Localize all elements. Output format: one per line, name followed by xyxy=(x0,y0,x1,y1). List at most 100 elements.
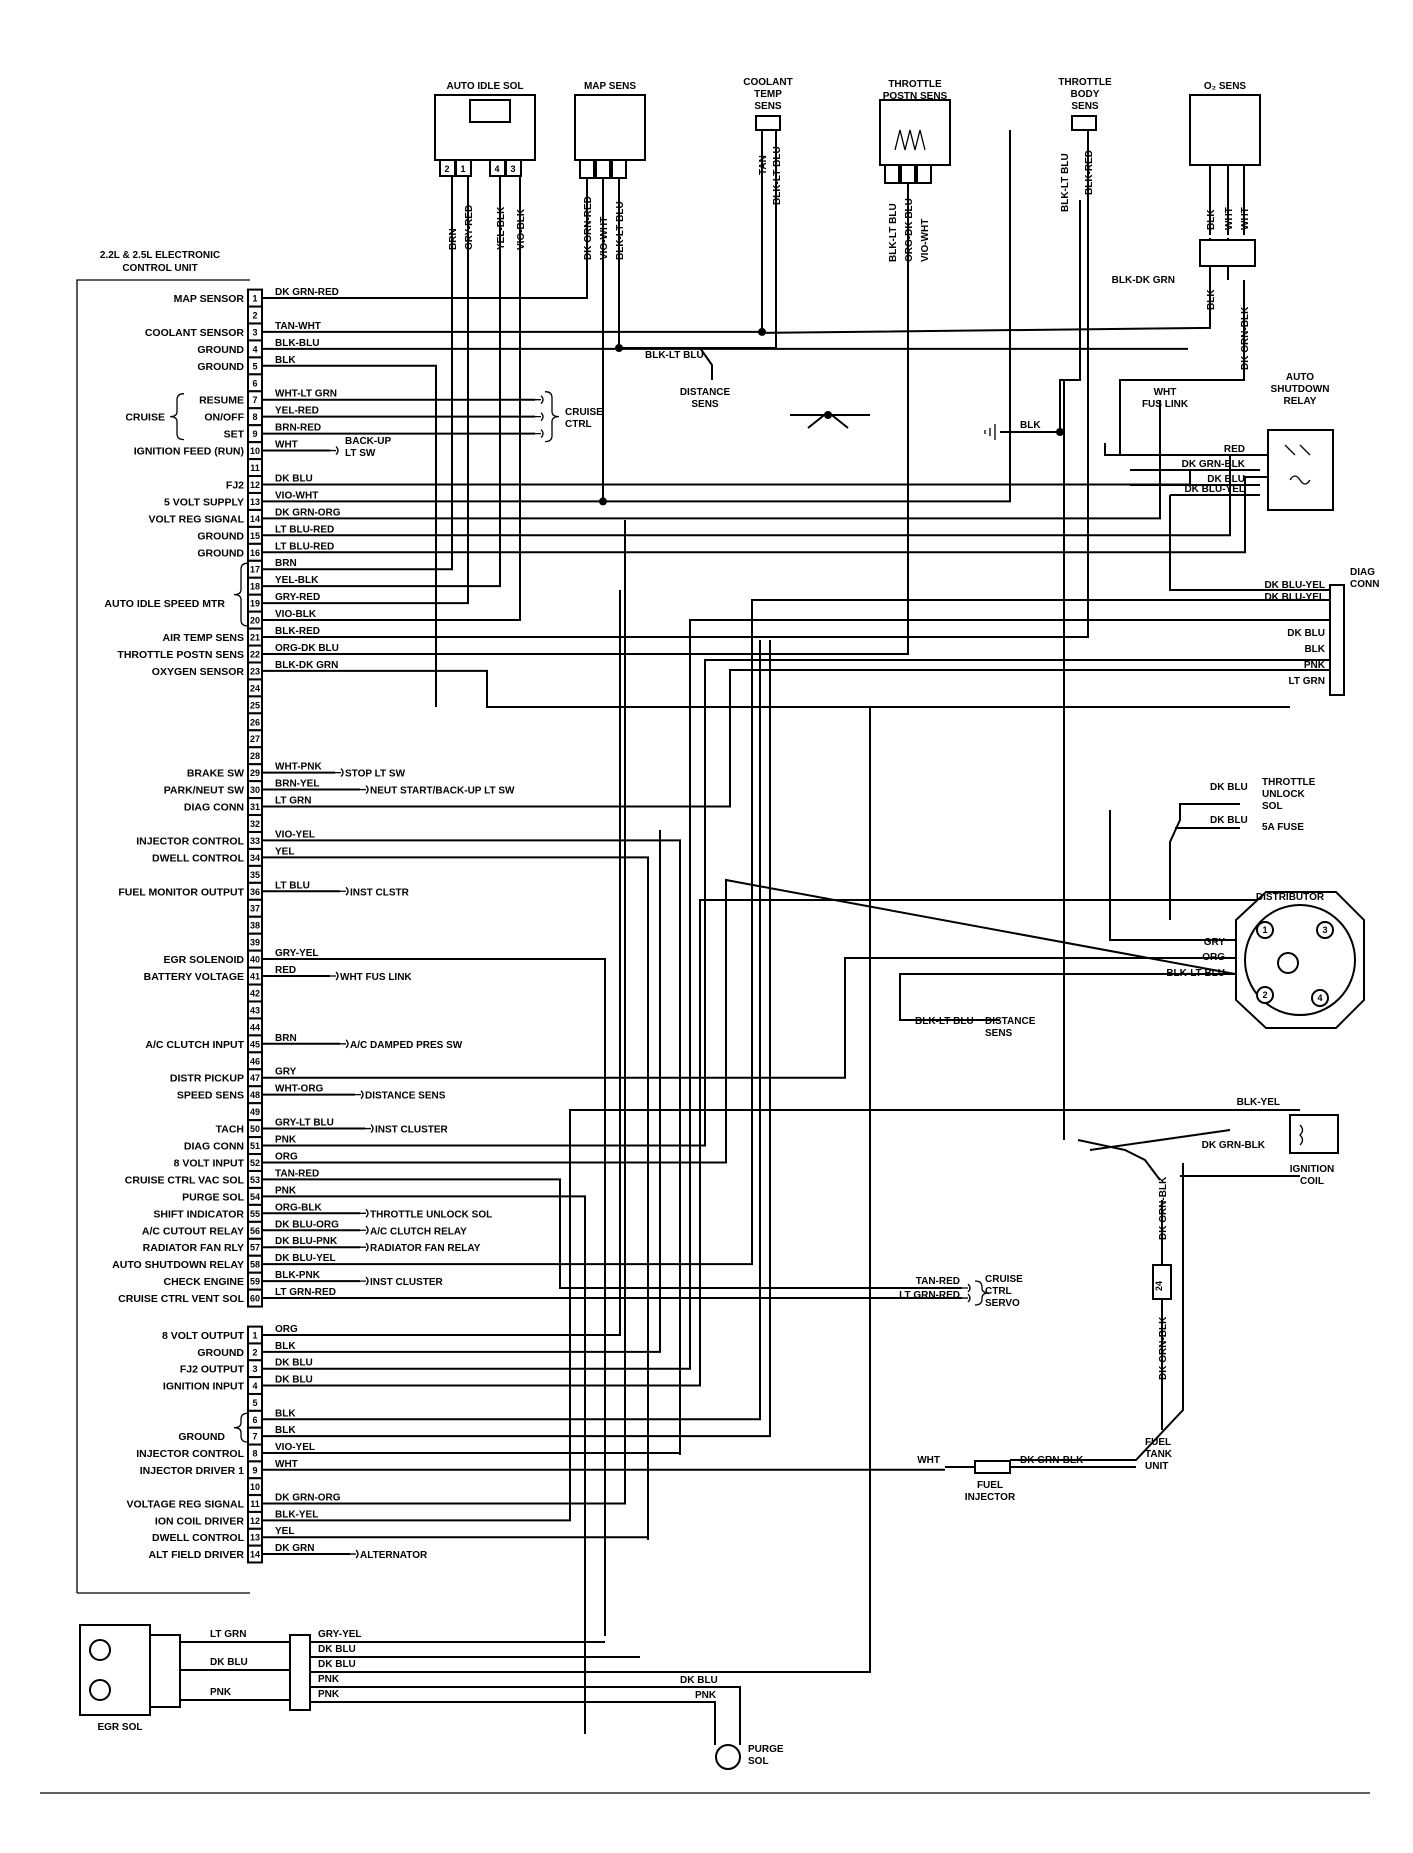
terminal xyxy=(360,785,369,795)
wire-distr-gry xyxy=(262,957,1235,1079)
pin-label: SPEED SENS xyxy=(177,1090,244,1102)
wire-dist-gry xyxy=(1109,810,1235,941)
servo-wire-label: TAN-RED xyxy=(916,1276,960,1287)
terminal xyxy=(360,1225,369,1235)
tu-wire-label: DK BLU xyxy=(1210,782,1248,793)
wire-color-label: VIO-YEL xyxy=(275,1442,315,1453)
tu-title: SOL xyxy=(1262,801,1283,812)
tps-pin xyxy=(884,164,900,184)
wire-5v-viowht xyxy=(262,130,1011,503)
destination-label: A/C DAMPED PRES SW xyxy=(350,1040,463,1051)
pin-label: PARK/NEUT SW xyxy=(164,785,244,797)
tbs-title: THROTTLE xyxy=(1058,77,1112,88)
diag-conn xyxy=(1329,584,1345,696)
wire-color-label: BRN-RED xyxy=(275,423,321,434)
pin-number: 56 xyxy=(250,1226,260,1236)
pin-number: 10 xyxy=(250,1482,260,1492)
wire-coil-bridge xyxy=(1089,1129,1231,1151)
pin-label: SHIFT INDICATOR xyxy=(153,1208,244,1220)
pin-label: FJ2 OUTPUT xyxy=(180,1364,245,1376)
wire-color-label: TAN-RED xyxy=(275,1168,319,1179)
tu-fuse: 5A FUSE xyxy=(1262,822,1304,833)
o2-wire-label: WHT xyxy=(1240,207,1251,230)
pin-label: GROUND xyxy=(197,361,244,373)
pin-number: 43 xyxy=(250,1005,260,1015)
distributor-wire-label: ORG xyxy=(1202,952,1225,963)
wire-ais-17 xyxy=(262,160,453,571)
pin-label: A/C CLUTCH INPUT xyxy=(145,1039,244,1051)
ground-group-label: GROUND xyxy=(178,1431,225,1443)
distance-mid-title: SENS xyxy=(985,1028,1013,1039)
wire-color-label: LT BLU-RED xyxy=(275,541,334,552)
wire-color-label: DK BLU-PNK xyxy=(275,1236,338,1247)
cruise-servo-brace xyxy=(974,1280,990,1306)
pin-number: 49 xyxy=(250,1107,260,1117)
o2-lower-label: BLK xyxy=(1206,289,1217,310)
wire-coil-dkgrnblk xyxy=(1077,1139,1161,1181)
cruise-ctrl-label: CRUISE xyxy=(565,407,603,418)
pin-number: 45 xyxy=(250,1039,260,1049)
servo-wire-label: LT GRN-RED xyxy=(899,1290,960,1301)
wire-color-label: GRY-RED xyxy=(275,592,320,603)
tps-pin xyxy=(916,164,932,184)
wire-color-label: BLK xyxy=(275,355,296,366)
distance-mid-title: DISTANCE xyxy=(985,1016,1036,1027)
pin-label: ION COIL DRIVER xyxy=(155,1515,244,1527)
wire-color-label: GRY xyxy=(275,1067,297,1078)
wire-coil-blkyel xyxy=(262,1109,1300,1522)
pin-number: 42 xyxy=(250,988,260,998)
wire-ground-ltblured-16 xyxy=(262,476,1268,554)
pin-number: 50 xyxy=(250,1124,260,1134)
terminal xyxy=(355,1090,364,1100)
map-wire-label: DK GRN-RED xyxy=(583,196,594,260)
pin-label: CRUISE CTRL VAC SOL xyxy=(125,1174,245,1186)
map-wire-label: BLK-LT BLU xyxy=(615,201,626,260)
wire-color-label: WHT xyxy=(275,1459,298,1470)
pin-label: GROUND xyxy=(197,344,244,356)
pin-number: 12 xyxy=(250,1516,260,1526)
pin-label: AUTO SHUTDOWN RELAY xyxy=(112,1259,244,1271)
pin-number: 48 xyxy=(250,1090,260,1100)
pin-number: 5 xyxy=(252,1398,257,1408)
ais-pin-number: 4 xyxy=(494,164,499,174)
wire-purge-pnk xyxy=(262,1195,586,1734)
terminal xyxy=(360,1242,369,1252)
servo-title: CTRL xyxy=(985,1286,1012,1297)
wire-fj2-dkblu xyxy=(262,470,1191,486)
wire-dwell-yel xyxy=(262,856,649,1540)
destination-label: THROTTLE UNLOCK SOL xyxy=(370,1209,492,1220)
pin-number: 19 xyxy=(250,599,260,609)
pin-label: EGR SOLENOID xyxy=(163,954,244,966)
wire-diag-ltgrn xyxy=(262,669,1330,808)
terminal xyxy=(360,1276,369,1286)
pin-number: 14 xyxy=(250,514,260,524)
pin-number: 40 xyxy=(250,955,260,965)
o2-sens xyxy=(1189,94,1261,166)
relay-symbol xyxy=(1284,444,1311,485)
throttle-body-sens xyxy=(1071,115,1097,131)
wire-airtemp-blkred xyxy=(262,130,1089,638)
pin-label: ALT FIELD DRIVER xyxy=(149,1549,245,1561)
wire-color-label: VIO-WHT xyxy=(275,490,318,501)
distance-title: DISTANCE xyxy=(680,387,731,398)
pin-number: 1 xyxy=(252,1331,257,1341)
cruise-pin-label: SET xyxy=(224,429,245,441)
pin-label: BATTERY VOLTAGE xyxy=(144,971,244,983)
wire-ground-blk-b6 xyxy=(262,640,761,1421)
wire-color-label: YEL-RED xyxy=(275,406,319,417)
pin-number: 15 xyxy=(250,531,260,541)
wire-color-label: DK BLU xyxy=(275,1375,313,1386)
wire-fueltank-dkgrnblk xyxy=(1010,1163,1184,1461)
pin-label: GROUND xyxy=(197,1347,244,1359)
wire-o2-blkdkgrn xyxy=(262,669,1290,708)
inj-title: INJECTOR xyxy=(965,1492,1016,1503)
coil-symbol xyxy=(1299,1124,1304,1146)
wire-color-label: BRN xyxy=(275,558,297,569)
pin-number: 14 xyxy=(250,1550,260,1560)
cruise-ctrl-label: CTRL xyxy=(565,419,592,430)
ground-wire-label: BLK xyxy=(1020,420,1041,431)
pin-number: 12 xyxy=(250,480,260,490)
tps-wire-label: ORG-DK BLU xyxy=(904,198,915,262)
wire-color-label: YEL xyxy=(275,846,294,857)
distributor-terminal xyxy=(1256,986,1274,1004)
